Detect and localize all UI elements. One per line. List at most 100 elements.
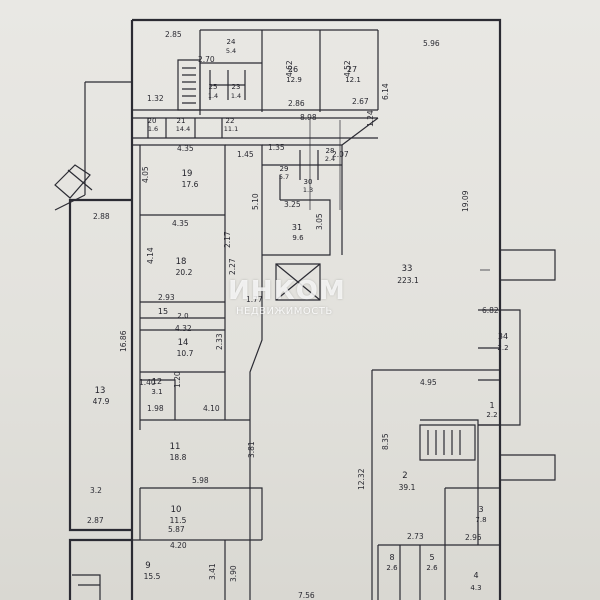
room-number: 27 — [347, 65, 357, 74]
room-number: 3 — [478, 505, 483, 514]
room-area: 7.8 — [475, 516, 486, 524]
dim-label: 8.98 — [300, 113, 317, 122]
dim-label: 6.14 — [381, 83, 390, 100]
room-number: 22 — [226, 117, 235, 125]
room-area: 1.3 — [303, 186, 313, 194]
dim-label: 2.73 — [407, 532, 424, 541]
room-area: 15.5 — [144, 572, 161, 581]
room-number: 25 — [209, 83, 218, 91]
dim-label: 12.32 — [357, 468, 366, 490]
room-area: 18.8 — [170, 453, 187, 462]
room-number: 23 — [232, 83, 241, 91]
room-area: 12.1 — [345, 76, 361, 84]
dim-label: 2.07 — [332, 150, 349, 159]
room-number: 34 — [498, 332, 508, 341]
room-number: 24 — [227, 38, 236, 46]
dim-label: 2.93 — [158, 293, 175, 302]
room-number: 14 — [178, 338, 189, 348]
room-number: 8 — [389, 553, 394, 562]
room-number: 18 — [176, 257, 187, 267]
dim-label: 19.09 — [461, 190, 470, 212]
dim-label: 4.14 — [146, 247, 155, 264]
dim-label: 7.56 — [298, 591, 315, 600]
dim-label: 4.10 — [203, 404, 220, 413]
dim-label: 1.98 — [147, 404, 164, 413]
wall-outer-top — [132, 18, 502, 240]
dim-label: 4.35 — [177, 144, 194, 153]
dim-label: 2.33 — [215, 333, 224, 350]
room-number: 10 — [171, 505, 182, 515]
room-number: 2 — [402, 471, 407, 481]
room-area: 5.7 — [279, 173, 289, 181]
dim-label: 8.35 — [381, 433, 390, 450]
room-number: 26 — [288, 65, 298, 74]
room-number: 5 — [429, 553, 434, 562]
room-area: 1.4 — [208, 92, 218, 100]
dim-label: 3.25 — [284, 200, 301, 209]
room-area: 47.9 — [93, 397, 110, 406]
room-number: 9 — [145, 561, 150, 571]
room-area: 39.1 — [399, 483, 416, 492]
dim-label: 5.96 — [423, 39, 440, 48]
room-area: 10.7 — [177, 349, 194, 358]
dim-label: 3.90 — [229, 565, 238, 582]
room-area: 17.6 — [182, 180, 199, 189]
room-area: 2.0 — [177, 312, 188, 320]
room-area: 20.2 — [176, 268, 193, 277]
room-area: 223.1 — [397, 276, 419, 285]
dim-label: 5.87 — [168, 525, 185, 534]
room-area: 2.2 — [486, 411, 497, 419]
room-number: 1 — [489, 401, 494, 410]
dim-label: 2.17 — [223, 231, 232, 248]
room-number: 31 — [292, 223, 302, 232]
dim-label: 5.10 — [251, 193, 260, 210]
room-number: 20 — [148, 117, 157, 125]
room-area: 14.4 — [176, 125, 190, 133]
room-area: 4.3 — [470, 584, 481, 592]
dim-label: 2.87 — [87, 516, 104, 525]
dim-label: 4.35 — [172, 219, 189, 228]
wall-annex-bottom — [68, 538, 132, 600]
dim-label: 3.81 — [247, 441, 256, 458]
room-number: 13 — [95, 386, 106, 396]
dim-label: 1.77 — [246, 295, 263, 304]
dim-label: 1.40 — [139, 378, 156, 387]
dim-label: 3.41 — [208, 563, 217, 580]
dim-label: 4.05 — [141, 166, 150, 183]
room-area: 3.1 — [151, 388, 162, 396]
dim-label: 2.70 — [198, 55, 215, 64]
room-area: 2.4 — [325, 155, 335, 163]
dim-label: 2.95 — [465, 533, 482, 542]
room-number: 4 — [473, 571, 478, 580]
dim-label: 6.82 — [482, 306, 499, 315]
dim-label: 4.20 — [170, 541, 187, 550]
dim-label: 16.86 — [119, 330, 128, 352]
room-area: 1.4 — [231, 92, 241, 100]
room-area: 12.9 — [286, 76, 302, 84]
dim-label: 4.52 — [343, 60, 352, 77]
room-number: 28 — [326, 147, 335, 155]
room-area: 2.6 — [386, 564, 398, 572]
dim-label: 4.95 — [420, 378, 437, 387]
dim-label: 1.32 — [147, 94, 164, 103]
room-area: 11.1 — [224, 125, 238, 133]
room-area: 1.6 — [148, 125, 158, 133]
room-area: 2.6 — [426, 564, 438, 572]
room-number: 30 — [304, 178, 313, 186]
watermark-brand: ИНКОМ — [228, 276, 346, 306]
dim-label: 5.98 — [192, 476, 209, 485]
dim-label: 1.20 — [173, 371, 182, 388]
room-number: 12 — [152, 377, 162, 386]
watermark-subtitle: НЕДВИЖИМОСТЬ — [236, 306, 333, 317]
room-area: 2.2 — [497, 344, 508, 352]
dim-label: 3.2 — [90, 486, 102, 495]
dim-label: 2.67 — [352, 97, 369, 106]
dim-label: 4.62 — [285, 60, 294, 77]
dim-label: 2.86 — [288, 99, 305, 108]
room-area: 5.4 — [226, 47, 236, 55]
room-area: 11.5 — [170, 516, 187, 525]
dim-label: 2.88 — [93, 212, 110, 221]
dim-label: 1.45 — [237, 150, 254, 159]
dim-label: 1.24 — [366, 110, 375, 127]
